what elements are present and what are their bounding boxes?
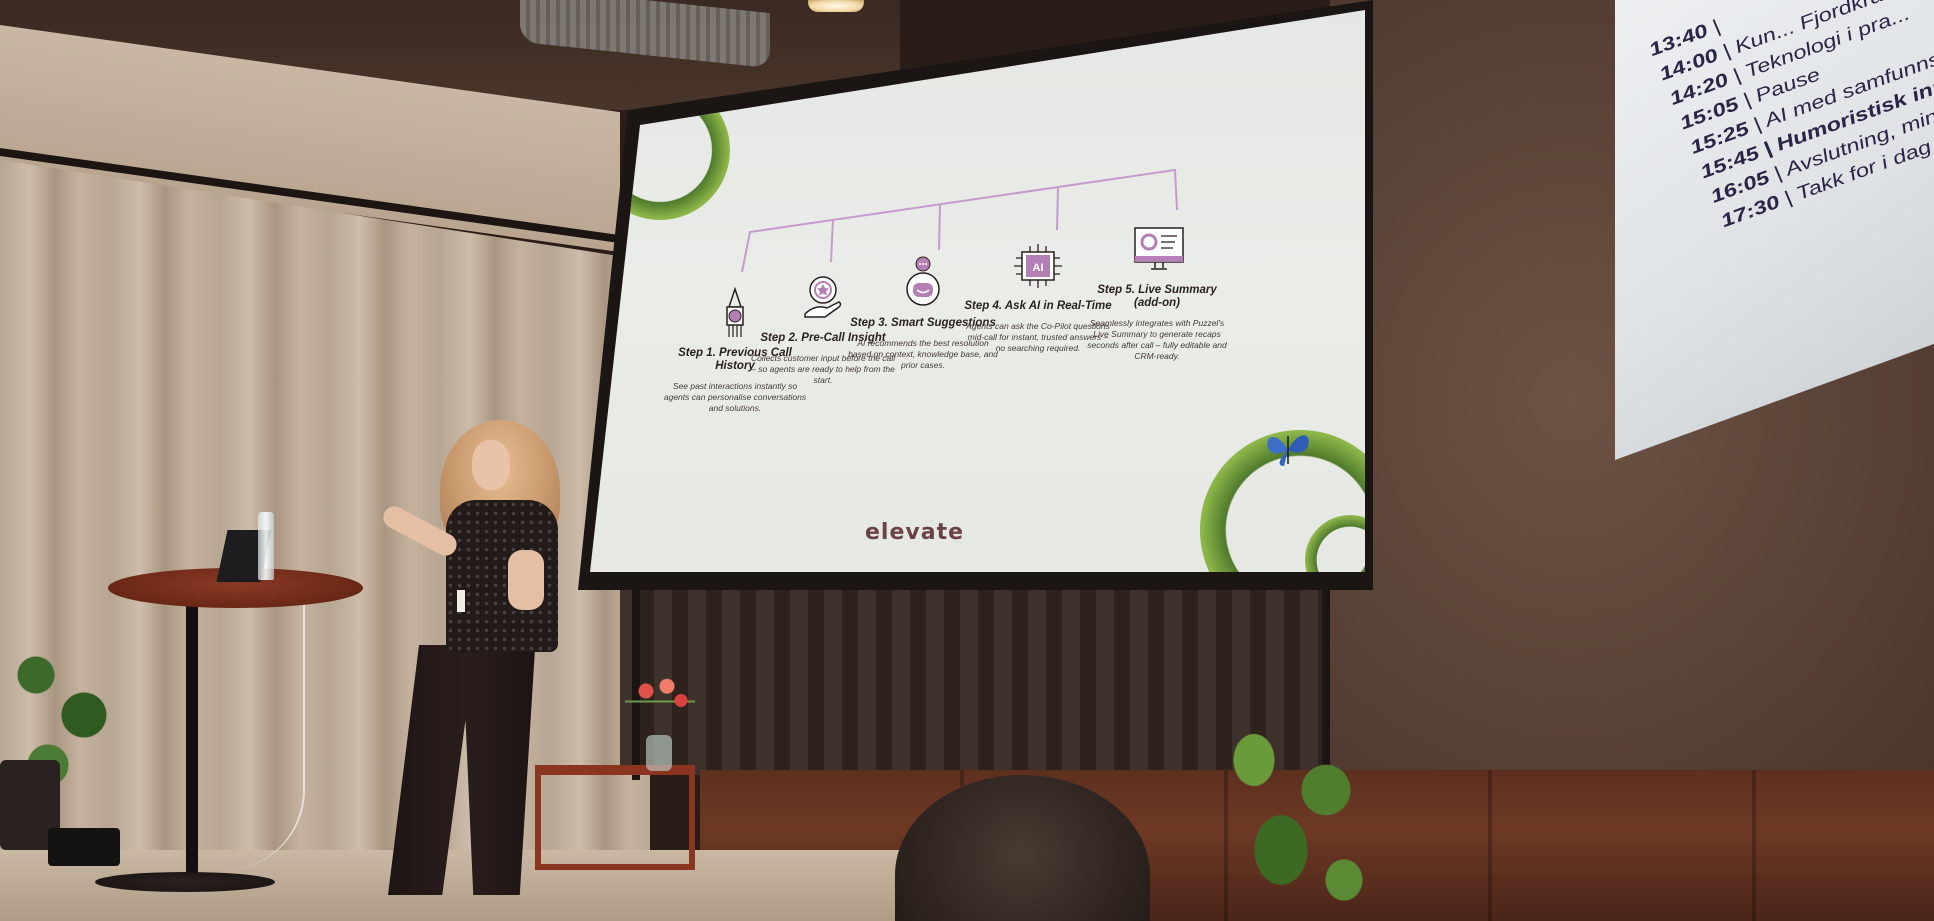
step-title: Step 3. Smart Suggestions xyxy=(850,317,996,329)
step-title: Step 2. Pre-Call Insight xyxy=(760,332,886,344)
step-title: Step 4. Ask AI in Real-Time xyxy=(964,300,1112,312)
butterfly-icon xyxy=(1262,428,1314,470)
ai-chip-icon: AI xyxy=(1010,238,1066,294)
glass-vase xyxy=(646,735,672,771)
step-2: Step 2. Pre-Call Insight Collects custom… xyxy=(748,270,898,386)
step-description: Collects customer input before the call … xyxy=(750,353,896,385)
step-title: Step 1. Previous Call History xyxy=(678,347,792,372)
name-badge xyxy=(457,590,465,612)
step-title: Step 5. Live Summary (add-on) xyxy=(1097,284,1217,309)
table-leg xyxy=(186,598,198,883)
step-4: AI Step 4. Ask AI in Real-Time Agents ca… xyxy=(963,238,1113,354)
step-1: Step 1. Previous Call History See past i… xyxy=(660,285,810,414)
step-5: Step 5. Live Summary (add-on) Seamlessly… xyxy=(1082,222,1232,362)
agenda-list: 13:40 | 14:00 | Kun... Fjordkraft 14:20 … xyxy=(1645,0,1934,235)
agenda-label xyxy=(1715,16,1723,35)
step-description: AI recommends the best resolution based … xyxy=(848,338,998,370)
power-box xyxy=(48,828,120,866)
potted-plant xyxy=(1200,720,1380,920)
star-badge-hand-icon xyxy=(795,270,851,326)
water-bottle xyxy=(258,512,274,580)
elevate-logo: elevate xyxy=(865,520,965,545)
step-description: Seamlessly integrates with Puzzel's Live… xyxy=(1087,318,1227,361)
table-base xyxy=(95,872,275,892)
ai-chip-label: AI xyxy=(1033,262,1044,274)
screen-stand-right xyxy=(1322,590,1330,780)
ceiling-lamp xyxy=(808,0,864,12)
presenter-arm xyxy=(508,550,544,610)
step-3: Step 3. Smart Suggestions AI recommends … xyxy=(848,255,998,371)
cable xyxy=(210,590,305,870)
step-description: See past interactions instantly so agent… xyxy=(663,381,807,413)
clock-tower-icon xyxy=(707,285,763,341)
presenter-face xyxy=(472,440,510,490)
side-table xyxy=(535,765,695,870)
monitor-summary-icon xyxy=(1129,222,1185,278)
step-description: Agents can ask the Co-Pilot questions mi… xyxy=(966,321,1110,353)
robot-chat-icon xyxy=(895,255,951,311)
